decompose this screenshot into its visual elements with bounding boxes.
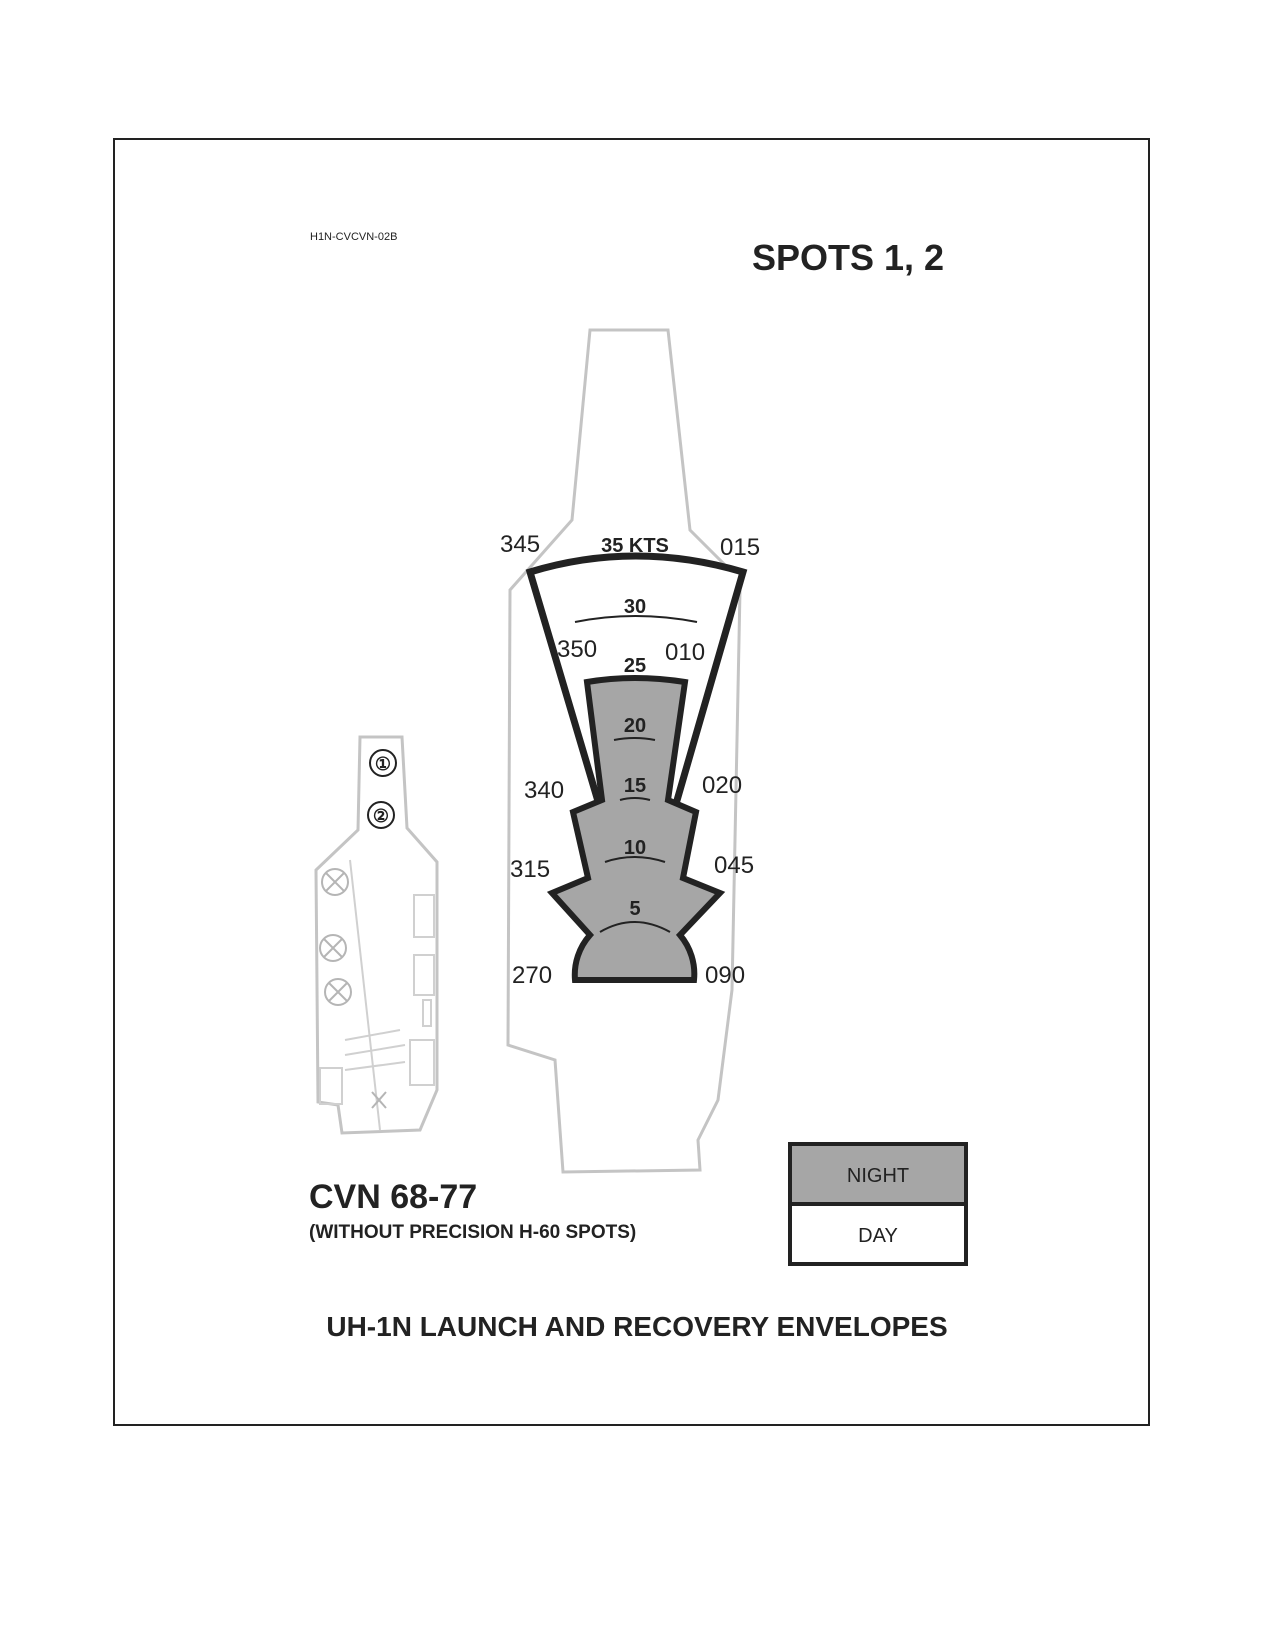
bearing-090: 090 <box>705 962 745 989</box>
speed-label-25: 25 <box>624 655 646 677</box>
bearing-020: 020 <box>702 772 742 799</box>
bearing-015: 015 <box>720 534 760 561</box>
legend: NIGHT DAY <box>788 1142 968 1266</box>
speed-label-35: 35 KTS <box>601 535 669 557</box>
speed-label-30: 30 <box>624 596 646 618</box>
ship-class-label: CVN 68-77 <box>309 1178 477 1216</box>
ship-note-label: (WITHOUT PRECISION H-60 SPOTS) <box>309 1222 636 1243</box>
legend-night-label: NIGHT <box>847 1165 909 1187</box>
legend-day-label: DAY <box>858 1225 898 1247</box>
speed-arc-20 <box>613 737 656 741</box>
figure-id: H1N-CVCVN-02B <box>310 231 397 243</box>
legend-day-swatch <box>788 1202 968 1266</box>
spot-2-number: ② <box>373 806 389 826</box>
bearing-345: 345 <box>500 531 540 558</box>
spot-2-marker: ② <box>367 801 395 829</box>
bearing-350: 350 <box>557 636 597 663</box>
speed-label-15: 15 <box>624 775 646 797</box>
x-spot-marker <box>319 934 347 962</box>
x-spot-marker <box>324 978 352 1006</box>
speed-arc-10 <box>604 856 666 863</box>
figure-border <box>113 138 1150 1426</box>
speed-label-5: 5 <box>629 898 640 920</box>
night-envelope <box>546 675 726 983</box>
legend-night-swatch <box>788 1142 968 1206</box>
spots-title: SPOTS 1, 2 <box>752 237 944 278</box>
bearing-315: 315 <box>510 856 550 883</box>
small-carrier-key: ① ② <box>314 735 439 1135</box>
speed-arc-5 <box>599 921 671 933</box>
speed-arc-15 <box>619 797 651 801</box>
bearing-010: 010 <box>665 639 705 666</box>
bearing-270: 270 <box>512 962 552 989</box>
spot-1-number: ① <box>375 754 391 774</box>
figure-caption: UH-1N LAUNCH AND RECOVERY ENVELOPES <box>326 1311 947 1342</box>
x-mark <box>371 1091 387 1109</box>
bearing-045: 045 <box>714 852 754 879</box>
x-spot-marker <box>321 868 349 896</box>
spot-1-marker: ① <box>369 749 397 777</box>
speed-label-10: 10 <box>624 837 646 859</box>
bearing-340: 340 <box>524 777 564 804</box>
speed-label-20: 20 <box>624 715 646 737</box>
speed-arc-30 <box>574 615 698 623</box>
small-deck-outline <box>314 735 439 1135</box>
large-deck-outline <box>506 328 742 1174</box>
